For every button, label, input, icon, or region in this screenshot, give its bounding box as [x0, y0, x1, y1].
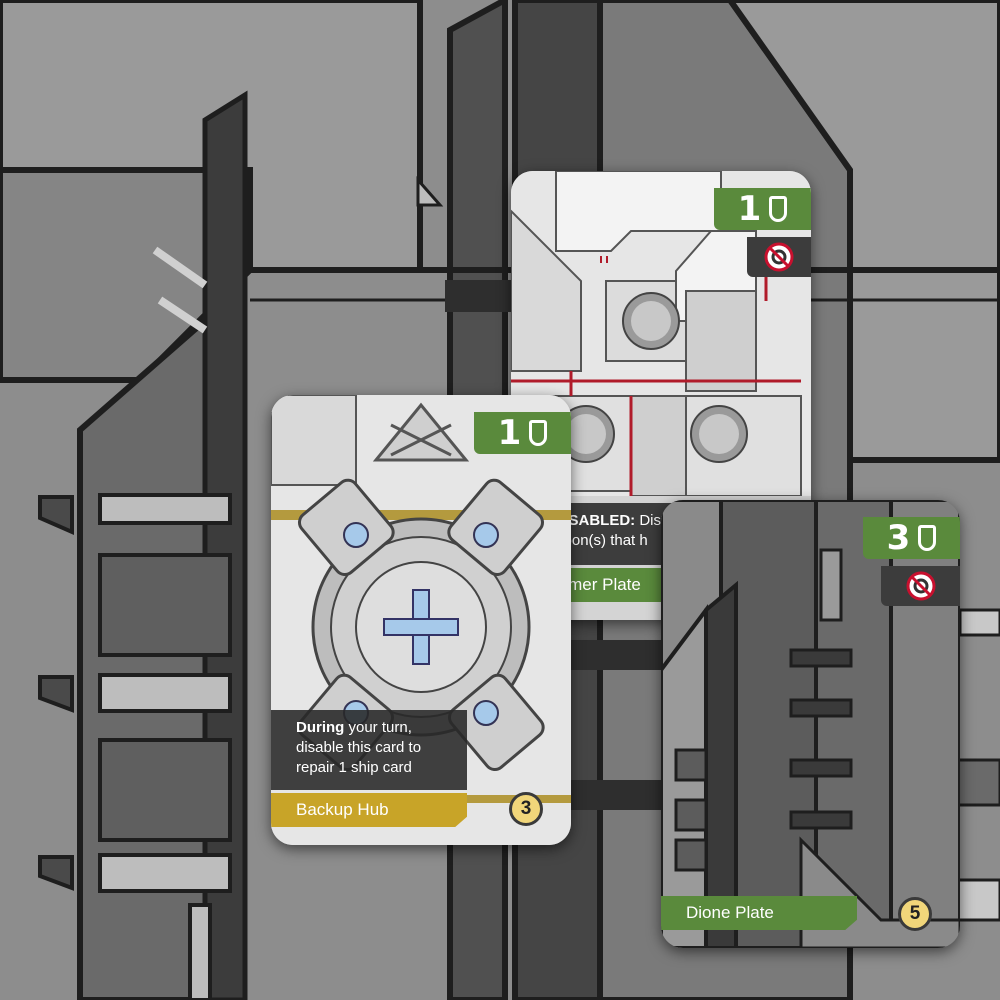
disabled-gear-icon	[906, 571, 935, 601]
shield-icon	[918, 525, 937, 551]
cost-value: 1	[737, 189, 762, 229]
card-name: Dione Plate	[686, 903, 774, 922]
cost-badge: 3	[863, 517, 960, 559]
card-ability-text: During your turn, disable this card to r…	[271, 710, 467, 790]
cost-badge: 1	[474, 412, 571, 454]
cost-value: 1	[497, 413, 522, 453]
value-coin: 5	[898, 897, 932, 931]
card-value: 5	[909, 903, 921, 924]
shield-icon	[529, 420, 548, 446]
disabled-status-badge	[747, 237, 811, 277]
cost-value: 3	[886, 518, 911, 558]
card-dione-plate[interactable]: 3 Dione Plate 5	[661, 500, 960, 948]
ability-text: your turn, disable this card to repair 1…	[296, 719, 422, 776]
disabled-status-badge	[881, 566, 960, 606]
cost-badge: 1	[714, 188, 811, 230]
shield-icon	[769, 196, 788, 222]
card-name-bar: Backup Hub	[271, 793, 467, 827]
card-name-bar: Dione Plate	[661, 896, 857, 930]
ability-text-line1: Dis	[635, 512, 662, 529]
card-value: 3	[520, 798, 532, 819]
value-coin: 3	[509, 792, 543, 826]
card-name: Backup Hub	[296, 800, 389, 819]
card-backup-hub[interactable]: 1 During your turn, disable this card to…	[271, 395, 571, 845]
disabled-gear-icon	[764, 242, 794, 272]
ability-keyword: During	[296, 719, 345, 736]
